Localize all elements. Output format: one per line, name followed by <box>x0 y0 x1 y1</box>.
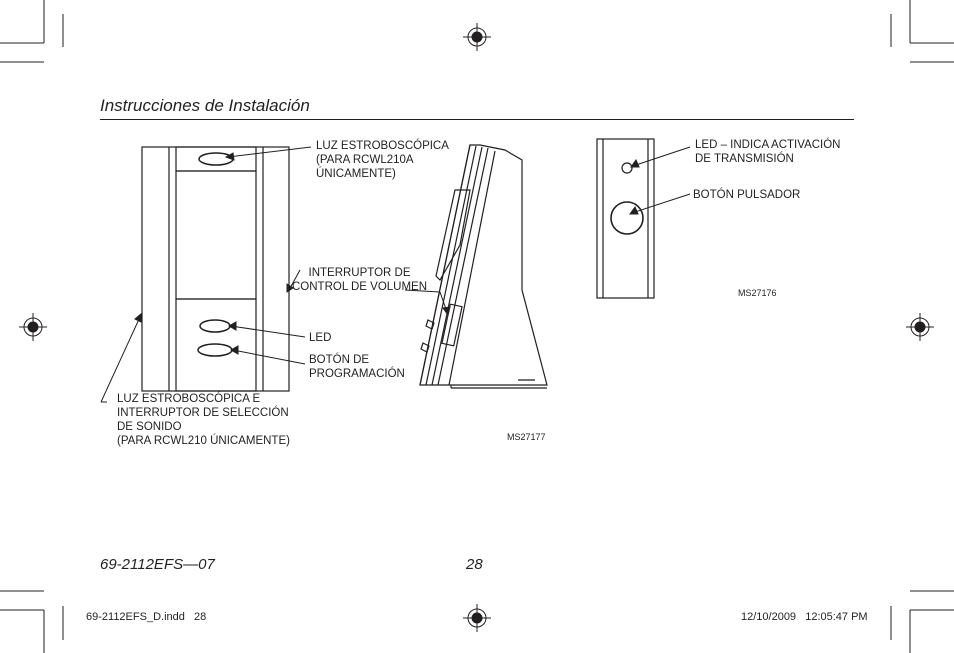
header-rule <box>100 119 854 120</box>
document-number: 69-2112EFS—07 <box>100 556 215 573</box>
callout-transmit-led: LED – INDICA ACTIVACIÓN DE TRANSMISIÓN <box>695 139 841 165</box>
leader-lines <box>100 146 691 403</box>
transmitter-front-view <box>596 138 655 299</box>
receiver-front-view <box>141 146 290 392</box>
figure-code-right: MS27176 <box>738 288 777 298</box>
figure-code-left: MS27177 <box>507 432 546 442</box>
receiver-side-view <box>419 144 548 389</box>
callout-strobe-light: LUZ ESTROBOSCÓPICA (PARA RCWL210A ÚNICAM… <box>316 140 449 180</box>
callout-push-button: BOTÓN PULSADOR <box>693 189 801 201</box>
callout-strobe-sound-switch: LUZ ESTROBOSCÓPICA E INTERRUPTOR DE SELE… <box>117 393 290 447</box>
registration-mark-right <box>906 313 934 341</box>
callout-led: LED <box>309 332 332 344</box>
callout-program-button: BOTÓN DE PROGRAMACIÓN <box>309 354 405 380</box>
page-number: 28 <box>466 556 483 573</box>
registration-mark-top <box>463 23 491 51</box>
registration-mark-left <box>19 313 47 341</box>
callout-volume-switch: INTERRUPTOR DE CONTROL DE VOLUMEN <box>292 267 428 293</box>
registration-mark-bottom <box>463 604 491 632</box>
page-title: Instrucciones de Instalación <box>100 96 310 115</box>
slug-datetime: 12/10/2009 12:05:47 PM <box>741 611 868 623</box>
slug-file-name: 69-2112EFS_D.indd 28 <box>86 611 207 623</box>
